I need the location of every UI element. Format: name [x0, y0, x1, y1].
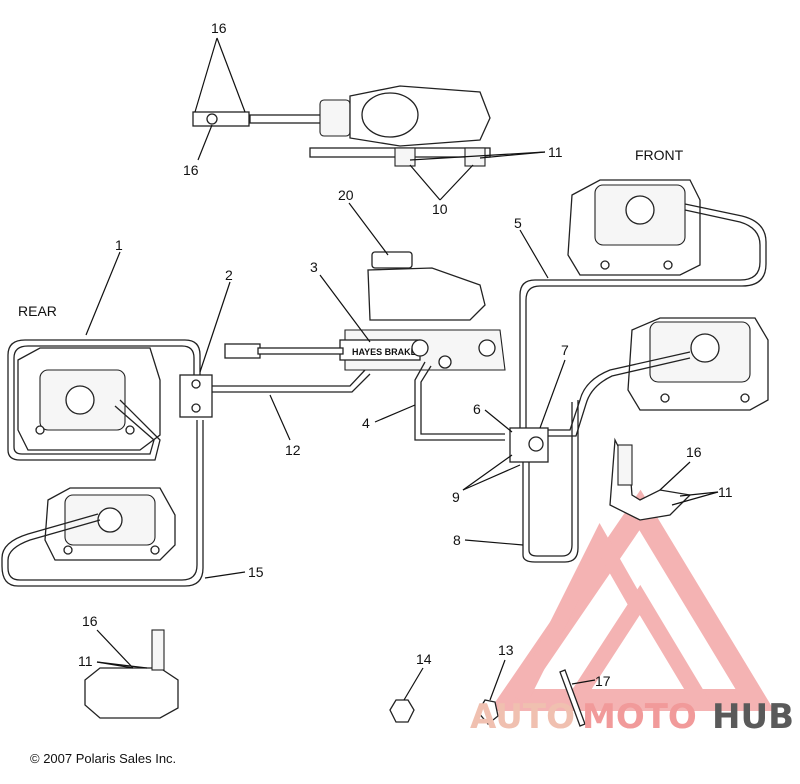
watermark-hub: HUB [712, 697, 794, 737]
callout-11-front: 11 [718, 484, 733, 500]
callout-15: 15 [248, 564, 264, 580]
callout-11-rear: 11 [78, 653, 93, 669]
front-upper-caliper [567, 179, 701, 276]
front-label: FRONT [635, 147, 684, 163]
watermark-moto: MOTO [582, 697, 697, 737]
watermark-text: AUTO MOTO HUB [470, 697, 794, 737]
master-cylinder: HAYES BRAKE [224, 251, 506, 371]
junction-block-2 [179, 374, 213, 418]
callout-20: 20 [338, 187, 354, 203]
front-switch-bracket [609, 437, 692, 521]
callout-13: 13 [498, 642, 514, 658]
callout-1: 1 [115, 237, 123, 253]
callout-7: 7 [561, 342, 569, 358]
rear-label: REAR [18, 303, 57, 319]
callout-6: 6 [473, 401, 481, 417]
clip-13 [477, 699, 499, 725]
callout-11-top: 11 [548, 144, 563, 160]
callout-10: 10 [432, 201, 448, 217]
callout-12: 12 [285, 442, 301, 458]
callout-5: 5 [514, 215, 522, 231]
tie-strap-17 [559, 669, 586, 727]
watermark-logo [489, 489, 775, 711]
top-master-cylinder-assembly [192, 85, 491, 167]
rear-lower-caliper [44, 487, 176, 561]
callout-16-front: 16 [686, 444, 702, 460]
hayes-brake-stamp: HAYES BRAKE [352, 347, 417, 357]
callout-9: 9 [452, 489, 460, 505]
front-lower-caliper [627, 317, 769, 411]
callout-18: 16 [211, 20, 227, 36]
callout-3: 3 [310, 259, 318, 275]
watermark-auto: AUTO [470, 697, 575, 737]
rear-upper-caliper [17, 347, 161, 451]
clip-14 [389, 699, 415, 723]
callout-2: 2 [225, 267, 233, 283]
rear-switch-bracket [84, 629, 179, 719]
junction-block-6 [509, 427, 549, 463]
callout-labels: 16 16 11 10 20 1 2 3 4 12 5 7 6 9 8 16 1… [78, 20, 733, 689]
callout-16-rear: 16 [82, 613, 98, 629]
callout-14: 14 [416, 651, 432, 667]
callout-8: 8 [453, 532, 461, 548]
leader-lines [85, 37, 719, 701]
brake-lines [1, 203, 767, 587]
callout-4: 4 [362, 415, 370, 431]
copyright-notice: © 2007 Polaris Sales Inc. [30, 751, 176, 766]
callout-19: 16 [183, 162, 199, 178]
callout-17: 17 [595, 673, 611, 689]
